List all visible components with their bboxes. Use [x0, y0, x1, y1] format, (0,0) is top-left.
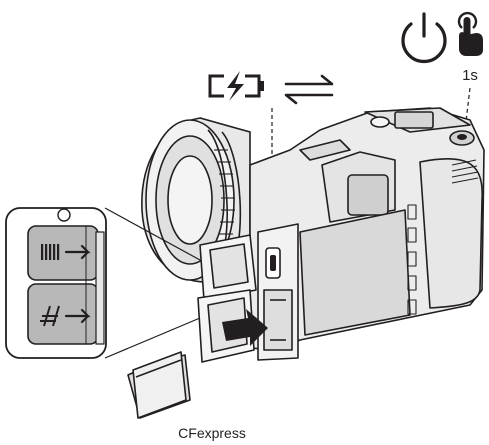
card-type-label: CFexpress [178, 425, 246, 441]
data-transfer-arrows-icon [284, 74, 334, 105]
battery-charging-icon [208, 71, 264, 101]
power-icon [401, 12, 447, 64]
card-door-release-icon[interactable] [27, 225, 99, 281]
callout-lines [104, 207, 201, 359]
card-door-detail-inset [5, 207, 107, 359]
card-door-upper[interactable] [199, 234, 257, 301]
cfexpress-card [127, 351, 191, 419]
insert-arrow-icon [222, 309, 268, 346]
hold-duration-label: 1s [462, 67, 478, 84]
card-eject-icon[interactable] [27, 283, 99, 345]
finger-press-icon [457, 11, 483, 56]
card-compartment [197, 223, 299, 363]
camera-body [249, 107, 485, 351]
